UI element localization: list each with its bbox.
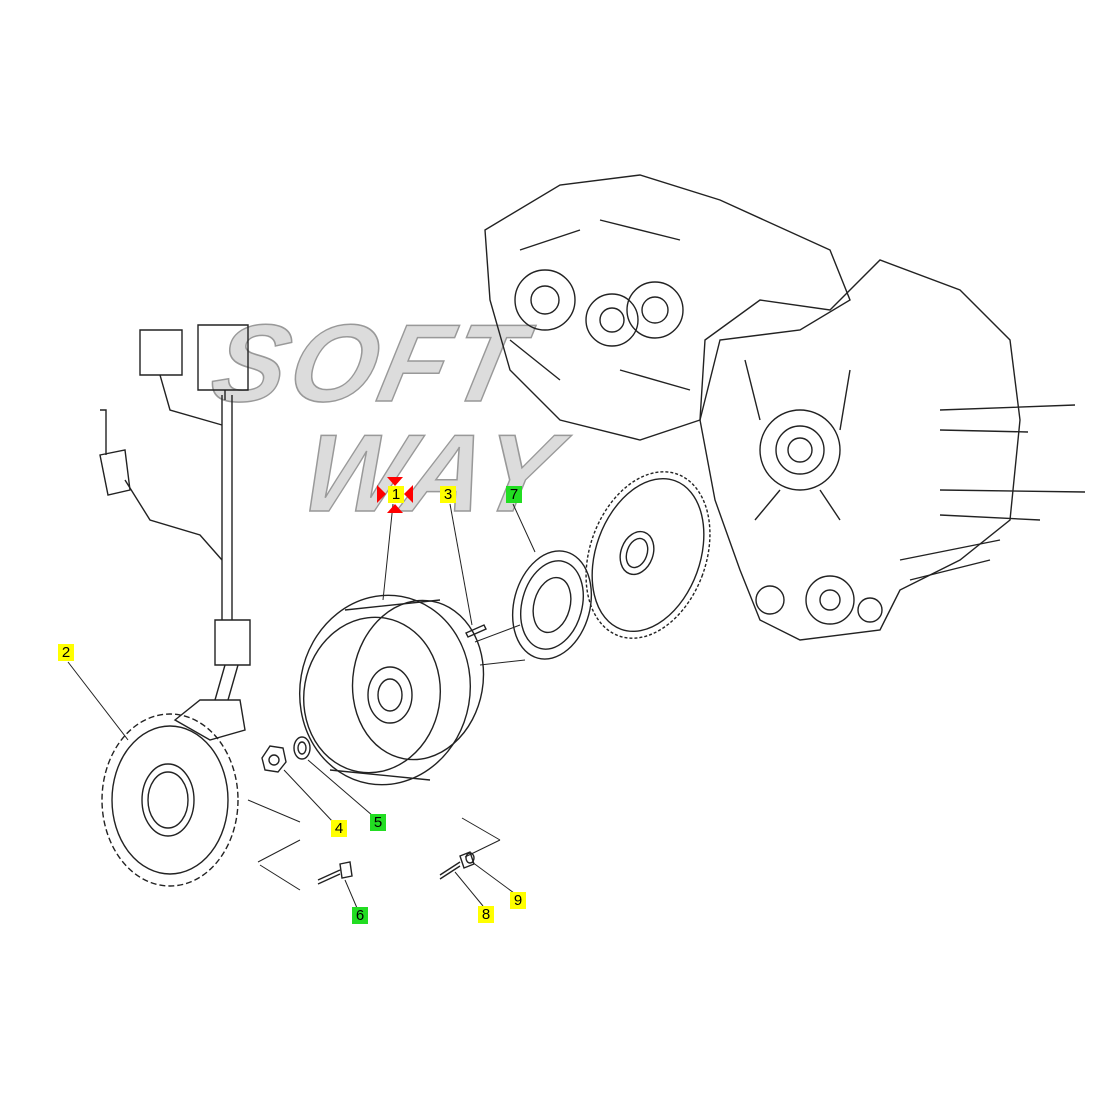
callout-1[interactable]: 1 <box>388 486 404 503</box>
freewheel <box>511 550 593 660</box>
selected-marker-icon <box>377 477 413 513</box>
callout-2[interactable]: 2 <box>58 644 74 661</box>
callout-3[interactable]: 3 <box>440 486 456 503</box>
crankcase-front <box>699 259 1086 641</box>
starter-gear <box>585 471 711 639</box>
callout-8[interactable]: 8 <box>478 906 494 923</box>
nut <box>261 745 287 773</box>
washer-9 <box>465 852 475 864</box>
crankcase-rear <box>484 174 851 441</box>
leader-lines <box>67 503 536 909</box>
flywheel-rotor <box>298 594 485 786</box>
woodruff-key <box>465 624 487 638</box>
bolt-6 <box>317 861 353 885</box>
callout-9[interactable]: 9 <box>510 892 526 909</box>
stator <box>101 699 246 887</box>
washer <box>293 736 311 760</box>
wiring-harness <box>99 324 251 701</box>
callout-6[interactable]: 6 <box>352 907 368 924</box>
callout-7[interactable]: 7 <box>506 486 522 503</box>
callout-4[interactable]: 4 <box>331 820 347 837</box>
callout-5[interactable]: 5 <box>370 814 386 831</box>
